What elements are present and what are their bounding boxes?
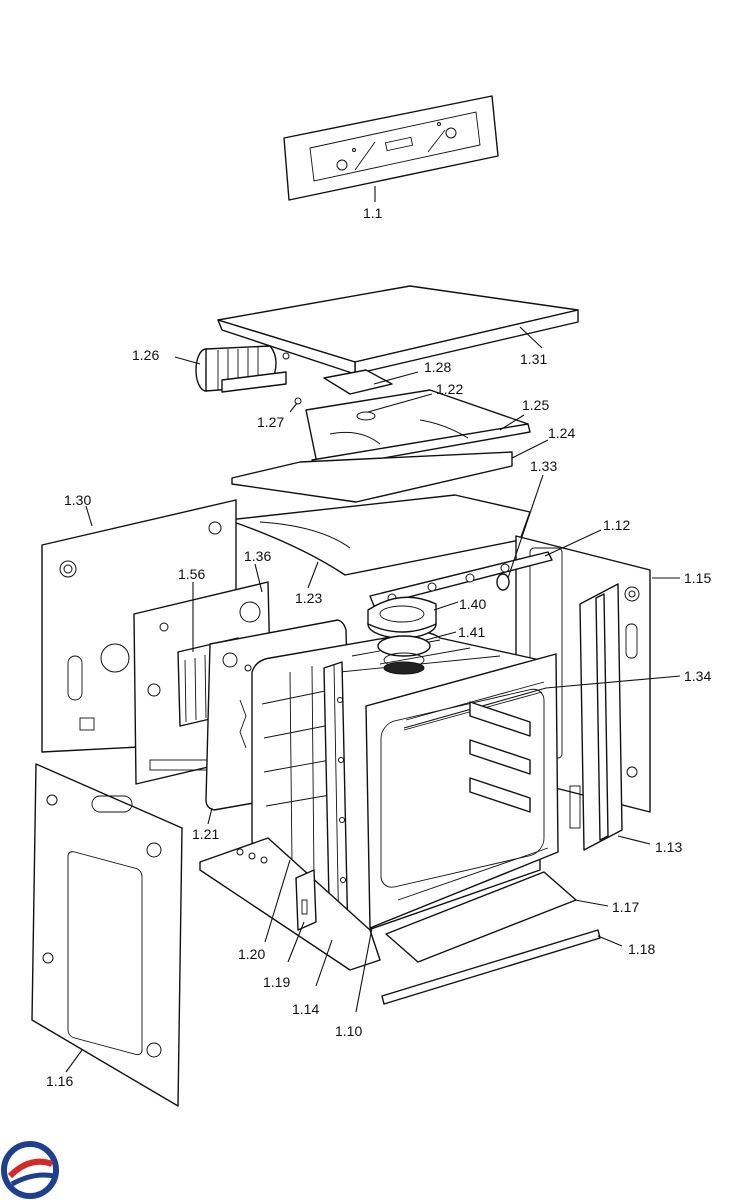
fan-element <box>367 596 437 639</box>
top-insulation <box>227 494 531 576</box>
label-1-31: 1.31 <box>520 351 547 367</box>
label-1-15: 1.15 <box>684 570 711 586</box>
label-1-27: 1.27 <box>257 414 284 430</box>
brand-logo <box>1 1141 59 1199</box>
label-1-12: 1.12 <box>603 517 630 533</box>
insulation-plate <box>231 451 513 503</box>
label-1-30: 1.30 <box>64 492 91 508</box>
control-panel <box>283 95 499 201</box>
label-1-21: 1.21 <box>192 826 219 842</box>
label-1-19: 1.19 <box>263 974 290 990</box>
shelf-supports <box>469 701 531 813</box>
top-plate <box>217 285 579 375</box>
part-labels: 1.1 1.26 1.28 1.31 1.22 1.27 1.25 1.24 1… <box>46 205 711 1089</box>
thermostat-bulb <box>496 573 510 591</box>
right-front-frame <box>569 583 623 851</box>
side-panel <box>31 763 183 1107</box>
label-1-1: 1.1 <box>363 205 383 221</box>
label-1-28: 1.28 <box>424 359 451 375</box>
label-1-26: 1.26 <box>132 347 159 363</box>
label-1-41: 1.41 <box>458 624 485 640</box>
fan-support-plate <box>323 369 393 395</box>
label-1-34: 1.34 <box>684 668 711 684</box>
label-1-56: 1.56 <box>178 566 205 582</box>
rear-frame <box>369 551 553 607</box>
label-1-10: 1.10 <box>335 1023 362 1039</box>
label-1-13: 1.13 <box>655 839 682 855</box>
bottom-strip <box>381 929 601 1005</box>
base-plate <box>199 837 381 971</box>
label-1-17: 1.17 <box>612 899 639 915</box>
label-1-18: 1.18 <box>628 941 655 957</box>
label-1-23: 1.23 <box>295 590 322 606</box>
label-1-24: 1.24 <box>548 425 575 441</box>
label-1-33: 1.33 <box>530 458 557 474</box>
fan-blade <box>377 635 431 675</box>
label-1-16: 1.16 <box>46 1073 73 1089</box>
screw <box>294 397 302 405</box>
label-1-20: 1.20 <box>238 946 265 962</box>
left-front-frame <box>323 661 349 947</box>
side-bracket <box>295 869 317 931</box>
label-1-25: 1.25 <box>522 397 549 413</box>
label-1-14: 1.14 <box>292 1001 319 1017</box>
label-1-40: 1.40 <box>459 596 486 612</box>
leader-lines <box>65 186 681 1073</box>
label-1-36: 1.36 <box>244 548 271 564</box>
tangential-fan <box>195 345 290 393</box>
label-1-22: 1.22 <box>436 381 463 397</box>
